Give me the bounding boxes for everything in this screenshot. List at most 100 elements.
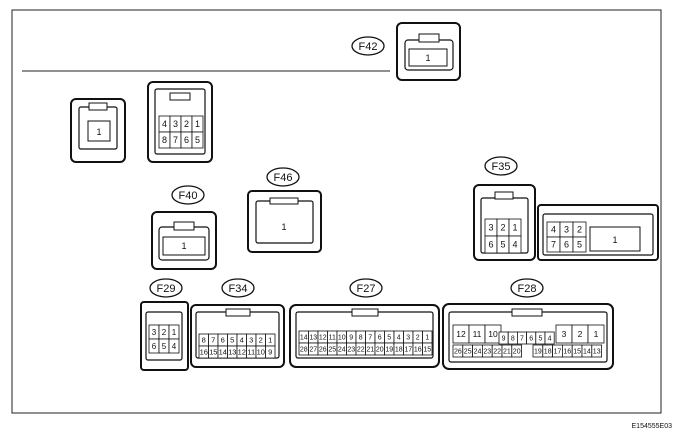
pin-number: 10 [488,329,498,339]
pin-number: 1 [594,329,599,339]
pin-number: 1 [172,328,177,337]
pin-number: 9 [268,348,272,357]
label-oval [171,185,205,205]
lock-tab [418,33,440,43]
pin-number: 27 [309,347,317,354]
pin-number: 4 [551,225,556,235]
connector-left-small: 1 [70,98,126,163]
lock-tab [173,221,195,231]
lock-tab [225,308,251,317]
label-oval [221,278,255,298]
pin-number: 2 [500,223,505,233]
label-oval [484,156,518,176]
pin-number: 6 [378,335,382,342]
pin-number: 3 [152,328,157,337]
connector-label: F28 [518,283,537,295]
pin-number: 6 [564,240,569,250]
lock-tab [269,197,299,205]
pin-cell [162,236,206,256]
pin-number: 1 [425,53,430,63]
pin-cell [87,120,111,142]
pin-number: 7 [368,335,372,342]
lock-tab [169,92,191,101]
pin-number: 3 [406,335,410,342]
pin-number: 5 [162,342,167,351]
pin-number: 6 [184,135,189,145]
label-oval [510,278,544,298]
pin-number: 16 [563,349,571,356]
pin-cell [511,344,522,358]
pin-cell [572,236,587,253]
pin-number: 11 [329,335,336,342]
pin-cell [168,338,180,354]
pin-number: 6 [488,240,493,250]
pin-number: 5 [195,135,200,145]
pin-number: 24 [474,349,482,356]
pin-number: 3 [488,223,493,233]
pin-number: 17 [404,347,412,354]
pin-number: 14 [219,348,227,357]
connector-label: F29 [157,283,176,295]
pin-number: 24 [338,347,346,354]
pin-number: 26 [319,347,327,354]
pin-cell [544,331,555,345]
pin-number: 10 [338,335,346,342]
pin-cell [422,342,433,356]
connector-label: F27 [357,283,376,295]
pin-number: 19 [385,347,393,354]
pin-number: 15 [209,348,217,357]
pin-number: 7 [173,135,178,145]
pin-number: 26 [454,349,462,356]
pin-number: 1 [512,223,517,233]
pin-number: 8 [162,135,167,145]
pin-number: 25 [328,347,336,354]
pin-cell [265,345,276,359]
connector-f46: F46 1 [247,167,322,253]
pin-cell [587,324,605,344]
pin-number: 1 [195,119,200,129]
pin-number: 5 [500,240,505,250]
pin-number: 2 [416,335,420,342]
pin-number: 12 [238,348,246,357]
connector-f42: F42 1 [351,22,461,81]
pin-number: 28 [300,347,308,354]
pin-number: 9 [502,336,506,343]
pin-number: 22 [357,347,365,354]
pin-number: 21 [503,349,511,356]
pin-number: 13 [309,335,317,342]
pin-number: 22 [493,349,501,356]
pin-number: 16 [414,347,422,354]
label-oval [266,167,300,187]
pin-number: 23 [483,349,491,356]
figure-code: E154555E03 [632,423,673,430]
connector-f40: F40 1 [151,185,217,270]
pin-number: 2 [162,328,167,337]
pin-number: 4 [172,342,177,351]
pin-number: 2 [577,225,582,235]
pin-number: 15 [573,349,581,356]
pin-number: 3 [173,119,178,129]
lock-tab [351,308,379,317]
pin-cell [591,344,602,358]
pin-number: 17 [554,349,562,356]
connector-label: F35 [492,161,511,173]
pin-number: 25 [464,349,472,356]
label-oval [351,36,385,56]
pin-number: 1 [268,336,272,345]
pin-number: 5 [230,336,234,345]
pin-number: 7 [520,336,524,343]
connector-label: F40 [179,190,198,202]
pin-number: 1 [425,335,429,342]
label-oval [349,278,383,298]
pin-number: 3 [249,336,253,345]
